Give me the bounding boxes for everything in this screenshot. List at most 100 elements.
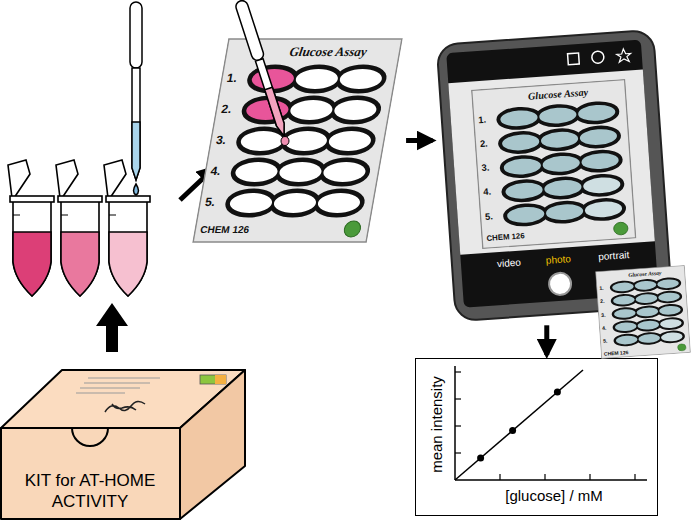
- well-outline: [287, 99, 335, 121]
- tick: [455, 371, 461, 372]
- stamp: [215, 375, 226, 384]
- well-outline: [277, 161, 325, 183]
- assay-card: Glucose Assay1.2.3.4.5.CHEM 126: [595, 265, 691, 359]
- well-outline: [271, 192, 319, 214]
- fit-line: [455, 370, 583, 480]
- well: [289, 100, 335, 120]
- well: [239, 131, 285, 151]
- well-outline: [613, 308, 636, 319]
- well: [658, 292, 680, 302]
- well-outline: [238, 130, 286, 152]
- well: [283, 131, 329, 151]
- well-outline: [337, 68, 385, 90]
- tick: [499, 474, 500, 480]
- well-outline: [282, 130, 330, 152]
- well-outline: [635, 293, 658, 304]
- well-outline: [326, 130, 374, 152]
- card-ground: [193, 39, 402, 242]
- card-footer: CHEM 126: [199, 224, 250, 235]
- well-outline: [538, 106, 578, 126]
- icon: [568, 53, 580, 65]
- well-outline: [657, 292, 680, 303]
- well: [245, 100, 291, 120]
- well-outline: [321, 161, 369, 183]
- well: [542, 155, 580, 173]
- well-outline: [501, 133, 541, 153]
- well: [635, 294, 657, 304]
- well: [546, 203, 584, 221]
- well: [661, 332, 683, 342]
- well: [636, 307, 658, 317]
- card-face: [595, 265, 691, 359]
- well-outline: [580, 151, 620, 171]
- well: [322, 162, 368, 182]
- well: [657, 279, 679, 289]
- tick: [544, 474, 545, 480]
- well-outline: [638, 333, 661, 344]
- row-number: 5.: [485, 211, 493, 222]
- camera-mode: portrait: [598, 249, 630, 262]
- screen: [446, 40, 658, 308]
- well-outline: [583, 200, 623, 220]
- card-ground: [472, 80, 636, 249]
- well: [612, 282, 634, 292]
- well-outline: [543, 178, 583, 198]
- logo-squiggle: [105, 401, 145, 412]
- well-outline: [315, 192, 363, 214]
- tick: [589, 474, 590, 480]
- camera-mode: video: [497, 257, 522, 270]
- well-outline: [612, 295, 635, 306]
- flow-arrow: [96, 303, 128, 352]
- well: [503, 158, 541, 176]
- well: [272, 193, 318, 213]
- well: [660, 319, 682, 329]
- row-number: 2.: [480, 139, 488, 150]
- well-outline: [660, 331, 683, 342]
- icon: [616, 48, 631, 62]
- tick: [455, 398, 461, 399]
- well-outline: [659, 318, 682, 329]
- tube: [8, 160, 54, 296]
- well: [338, 69, 384, 89]
- well-outline: [506, 205, 546, 225]
- well: [584, 200, 622, 218]
- address-lines: [76, 378, 160, 393]
- data-point: [477, 454, 484, 461]
- well: [614, 308, 636, 318]
- logo: [343, 221, 362, 237]
- well: [294, 69, 340, 89]
- well-outline: [637, 320, 660, 331]
- well-outline: [331, 99, 379, 121]
- well: [539, 107, 577, 125]
- logo: [677, 344, 686, 351]
- well: [544, 179, 582, 197]
- well-outline: [293, 68, 341, 90]
- well-outline: [636, 306, 659, 317]
- kit-box: KIT for AT-HOME ACTIVITY: [0, 428, 180, 520]
- well-outline: [545, 202, 585, 222]
- well-outline: [541, 154, 581, 174]
- well: [634, 280, 656, 290]
- well-outline: [499, 108, 539, 128]
- flow-arrow: [406, 138, 432, 143]
- shutter-button: [548, 272, 571, 295]
- well: [638, 333, 660, 343]
- row-number: 2.: [600, 298, 605, 304]
- row-number: 4.: [602, 325, 607, 331]
- assay-card: Glucose Assay1.2.3.4.5.CHEM 126: [471, 79, 637, 249]
- row-number: 3.: [601, 311, 606, 317]
- well: [637, 320, 659, 330]
- well: [581, 152, 619, 170]
- viewfinder: [448, 70, 655, 255]
- x-axis: [455, 479, 647, 481]
- well: [613, 295, 635, 305]
- well: [659, 305, 681, 315]
- well-outline: [611, 281, 634, 292]
- icon: [591, 51, 604, 64]
- kit-box: [1, 370, 245, 519]
- well-outline: [502, 157, 542, 177]
- data-point: [509, 427, 516, 434]
- well: [333, 100, 379, 120]
